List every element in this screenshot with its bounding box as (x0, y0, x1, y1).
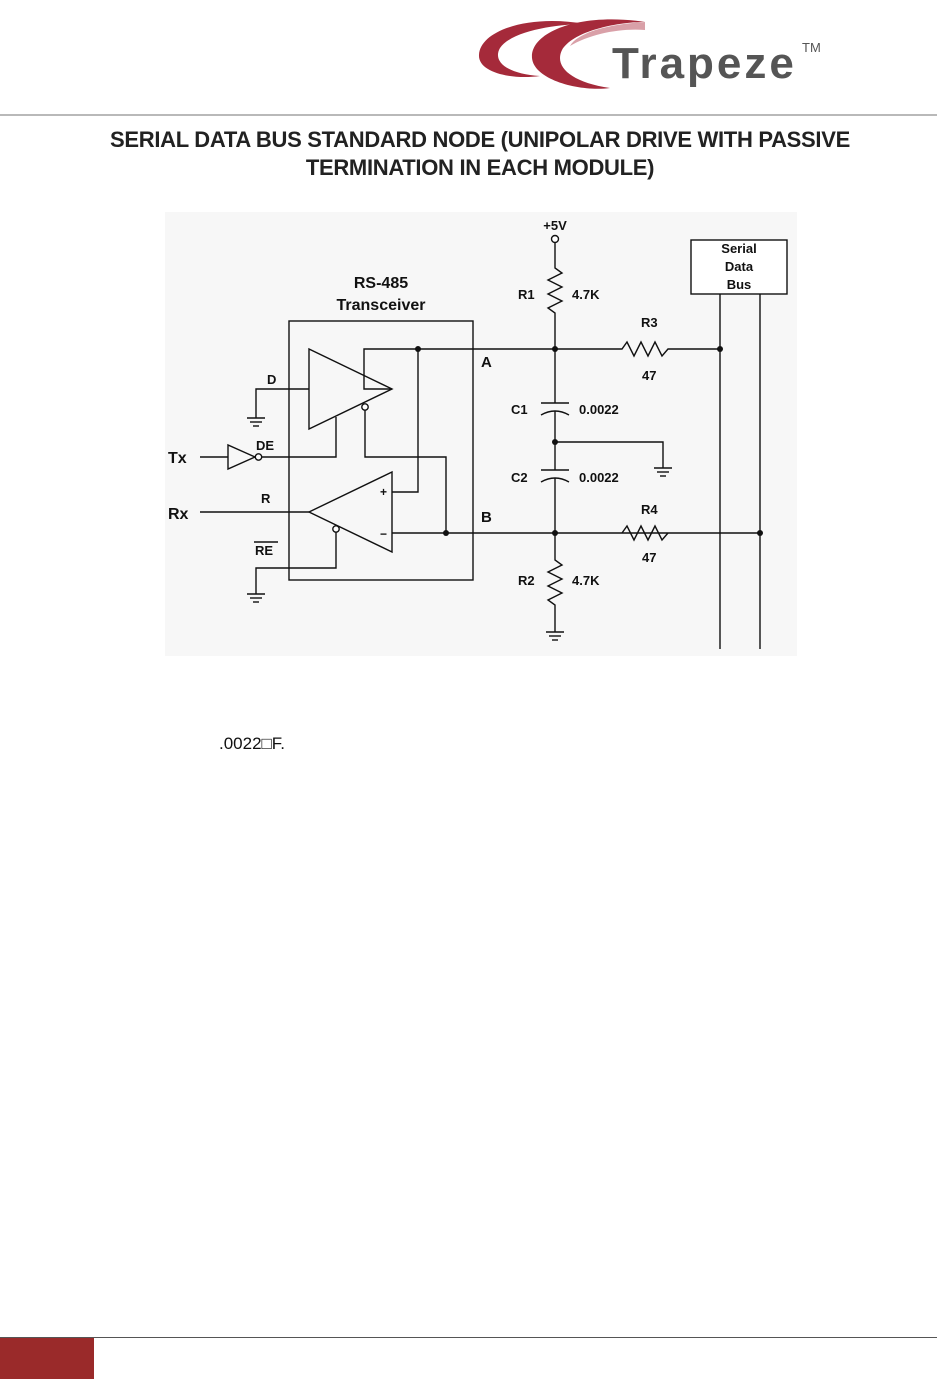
footer-divider (0, 1337, 937, 1338)
signal-label-tx: Tx (168, 450, 187, 467)
c1-ref: C1 (511, 402, 528, 417)
schematic-diagram: RS-485 Transceiver D Tx DE + − Rx R (165, 212, 797, 656)
bus-label-line1: Serial (721, 241, 756, 256)
r1-ref: R1 (518, 287, 535, 302)
node-label-b: B (481, 509, 492, 526)
r2-ref: R2 (518, 573, 535, 588)
footer-accent-bar (0, 1338, 94, 1379)
c2-ref: C2 (511, 470, 528, 485)
midpoint-ground-wire (555, 442, 663, 468)
r2-value: 4.7K (572, 573, 600, 588)
receiver-enable-bubble (333, 526, 339, 532)
resistor-r2 (548, 533, 562, 632)
header-divider (0, 114, 937, 116)
bus-label-line3: Bus (727, 277, 752, 292)
supply-label: +5V (543, 218, 567, 233)
ground-symbol-mid (654, 468, 672, 476)
ground-symbol-r2 (546, 632, 564, 640)
r3-value: 47 (642, 368, 656, 383)
logo-wordmark: Trapeze (612, 39, 797, 88)
driver-output-wire-b (365, 410, 446, 533)
pin-label-plus: + (380, 485, 387, 499)
trapeze-logo: Trapeze TM (470, 10, 830, 100)
pin-label-re: RE (255, 543, 273, 558)
r4-value: 47 (642, 550, 656, 565)
driver-output-wire-a (364, 349, 555, 389)
r4-ref: R4 (641, 502, 658, 517)
ground-symbol-d (247, 418, 265, 426)
r1-value: 4.7K (572, 287, 600, 302)
body-text-fragment: .0022□F. (219, 734, 285, 754)
ground-symbol-re (247, 594, 265, 602)
page-title: SERIAL DATA BUS STANDARD NODE (UNIPOLAR … (40, 126, 920, 182)
signal-label-rx: Rx (168, 506, 189, 523)
transceiver-box (289, 321, 473, 580)
resistor-r3 (555, 342, 720, 356)
driver-enable-bubble (362, 404, 368, 410)
d-input-wire (256, 389, 309, 418)
pin-label-r: R (261, 491, 271, 506)
c2-value: 0.0022 (579, 470, 619, 485)
pin-label-de: DE (256, 438, 274, 453)
tx-inverter (228, 445, 255, 469)
pin-label-minus: − (380, 527, 387, 541)
tx-inverter-bubble (255, 454, 261, 460)
transceiver-subtitle: Transceiver (337, 297, 426, 314)
r3-ref: R3 (641, 315, 658, 330)
resistor-r1 (548, 243, 562, 349)
transceiver-title: RS-485 (354, 275, 408, 292)
bus-label-line2: Data (725, 259, 754, 274)
c1-value: 0.0022 (579, 402, 619, 417)
receiver-plus-wire (392, 349, 418, 492)
pin-label-d: D (267, 372, 276, 387)
node-label-a: A (481, 354, 492, 371)
logo-trademark: TM (802, 40, 821, 55)
supply-terminal (552, 236, 559, 243)
